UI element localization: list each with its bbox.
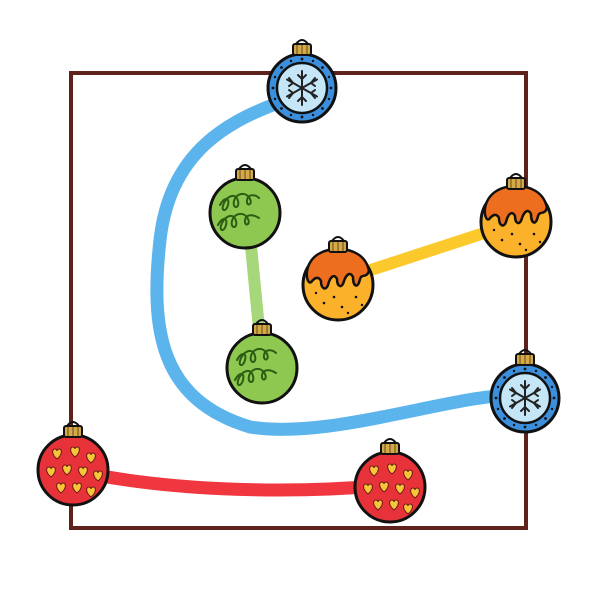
orange-drip-ornament-center[interactable] [303,237,373,320]
board-frame [69,71,528,530]
red-connection-path[interactable] [65,463,397,497]
green-swirl-ornament-upper[interactable] [210,165,280,248]
blue-snowflake-ornament-right[interactable] [491,350,559,432]
green-swirl-ornament-lower[interactable] [227,320,297,403]
blue-connection-path[interactable] [150,93,522,436]
blue-snowflake-ornament-top[interactable] [268,40,336,122]
orange-drip-ornament-right[interactable] [481,174,551,257]
red-heart-ornament-right[interactable] [355,439,425,522]
red-heart-ornament-left[interactable] [38,422,108,505]
